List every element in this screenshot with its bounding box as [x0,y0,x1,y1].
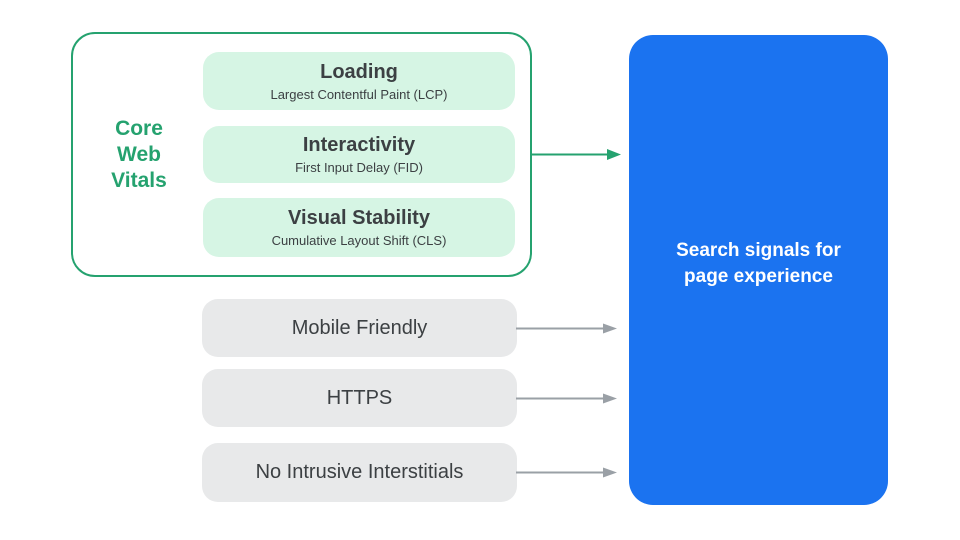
metric-subtitle: Cumulative Layout Shift (CLS) [271,233,447,248]
metric-pill-interactivity: Interactivity First Input Delay (FID) [203,126,515,183]
metric-pill-visual-stability: Visual Stability Cumulative Layout Shift… [203,198,515,257]
gray-arrow-icon [516,393,617,404]
metric-title: Visual Stability [288,207,430,229]
signal-pill-no-intrusive-interstitials: No Intrusive Interstitials [202,443,517,502]
search-signals-label: Search signals for page experience [676,240,841,287]
signal-label: HTTPS [326,386,393,409]
gray-arrow-icon [516,467,617,478]
signal-pill-https: HTTPS [202,369,517,427]
metric-title: Interactivity [302,134,416,156]
signal-label: Mobile Friendly [291,316,428,339]
metric-subtitle: Largest Contentful Paint (LCP) [270,86,448,102]
signal-label: No Intrusive Interstitials [255,461,464,483]
metric-pill-loading: Loading Largest Contentful Paint (LCP) [203,52,515,110]
gray-arrow-icon [516,323,617,334]
metric-subtitle: First Input Delay (FID) [295,160,423,175]
search-signals-result-box: Search signals for page experience [629,35,888,505]
metric-title: Loading [320,60,398,83]
core-web-vitals-label: Core Web Vitals [111,117,167,192]
signal-pill-mobile-friendly: Mobile Friendly [202,299,517,357]
green-arrow-icon [530,149,621,160]
